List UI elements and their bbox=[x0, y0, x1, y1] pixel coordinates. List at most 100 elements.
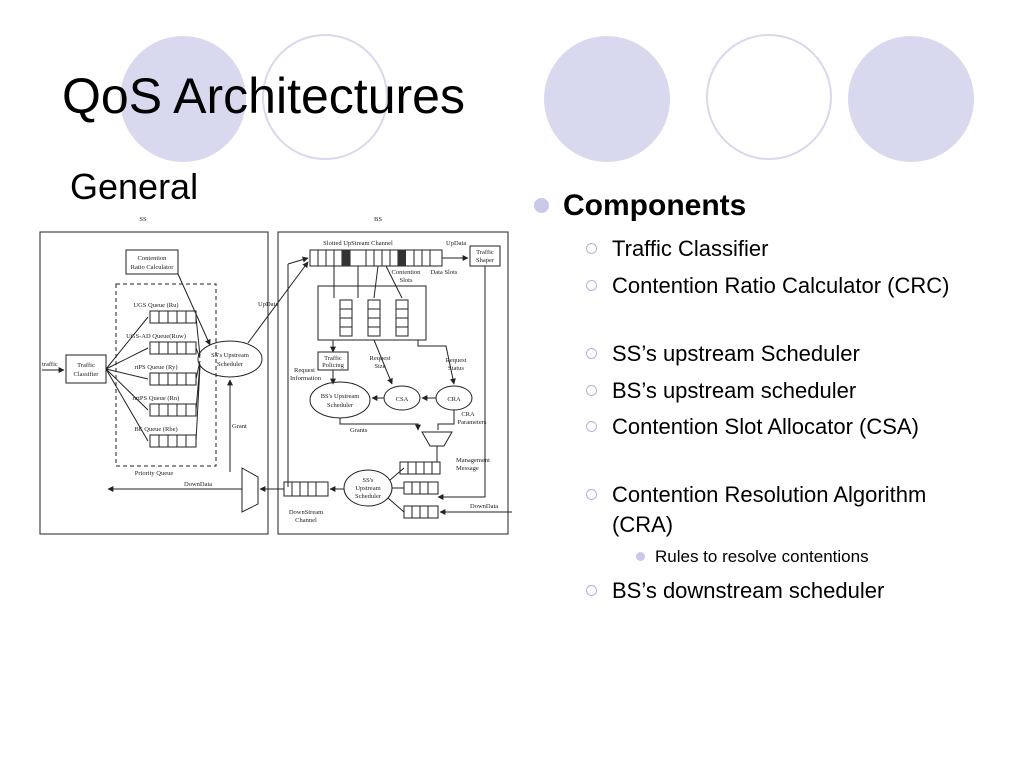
request-status-line-1: Request bbox=[446, 357, 467, 364]
list-item-text: Contention Slot Allocator (CSA) bbox=[612, 414, 919, 439]
downstream-channel-line-2: Channel bbox=[295, 517, 317, 524]
queue-be bbox=[149, 434, 197, 448]
list-item-text: BS’s downstream scheduler bbox=[612, 578, 885, 603]
downstream-queue-1 bbox=[403, 481, 439, 495]
queue-nrtps bbox=[149, 403, 197, 417]
request-information-line-1: Request bbox=[294, 367, 315, 374]
grant-label: Grant bbox=[232, 423, 247, 430]
bs-frame bbox=[277, 231, 509, 535]
components-heading-text: Components bbox=[563, 189, 747, 222]
sub-list-item-rules: Rules to resolve contentions bbox=[636, 546, 869, 568]
downstream-channel-line-1: DownStream bbox=[289, 509, 323, 516]
contention-ratio-calculator-box bbox=[125, 249, 179, 275]
list-item-cra: Contention Resolution Algorithm (CRA) bbox=[586, 480, 952, 540]
bs-label: BS bbox=[374, 216, 382, 223]
ss-frame bbox=[39, 231, 269, 535]
bullet-ring-icon bbox=[586, 348, 597, 359]
management-message-line-2: Message bbox=[456, 465, 479, 472]
downdata-label: DownData bbox=[184, 481, 212, 488]
queue-label-nrtps: nrtPS Queue (Rn) bbox=[133, 395, 180, 402]
list-item-text: Traffic Classifier bbox=[612, 236, 769, 261]
list-item-bs-downstream-scheduler: BS’s downstream scheduler bbox=[586, 576, 952, 606]
list-item-csa: Contention Slot Allocator (CSA) bbox=[586, 412, 952, 442]
request-buffer-box bbox=[317, 285, 427, 341]
request-size-arrow bbox=[373, 339, 393, 385]
crc-line-1: Contention bbox=[138, 255, 168, 262]
upstream-slot-marks bbox=[317, 250, 431, 266]
bullet-ring-icon bbox=[586, 280, 597, 291]
bs-downstream-scheduler-line-1: SS's bbox=[363, 477, 374, 484]
traffic-shaper-line-1: Traffic bbox=[476, 249, 494, 256]
downstream-queue-2 bbox=[403, 505, 439, 519]
traffic-classifier-line-1: Traffic bbox=[77, 362, 95, 369]
ss-label: SS bbox=[139, 216, 147, 223]
ss-upstream-scheduler bbox=[197, 340, 263, 378]
slide-title: QoS Architectures bbox=[62, 68, 465, 124]
request-status-arrow bbox=[417, 340, 456, 385]
management-queue-cells bbox=[407, 462, 433, 474]
components-heading: Components bbox=[534, 188, 746, 224]
decor-circle-ring-1 bbox=[262, 34, 388, 160]
contention-slots-line-2: Slots bbox=[399, 277, 412, 284]
cra-label: CRA bbox=[447, 396, 461, 403]
queue-to-scheduler-lines bbox=[195, 316, 201, 442]
cra-parameters-line-2: Parameters bbox=[458, 419, 487, 426]
list-item-text: Contention Resolution Algorithm (CRA) bbox=[612, 482, 927, 537]
list-item-ss-upstream-scheduler: SS’s upstream Scheduler bbox=[586, 339, 952, 369]
list-item-text: BS’s upstream scheduler bbox=[612, 378, 857, 403]
traffic-classifier-box bbox=[65, 354, 107, 384]
sub-list-item-text: Rules to resolve contentions bbox=[655, 547, 869, 566]
queue-ugs bbox=[149, 310, 197, 324]
grants-arrow bbox=[339, 418, 421, 431]
crc-line-2: Ratio Calculator bbox=[131, 264, 175, 271]
management-message-queue bbox=[399, 461, 441, 475]
request-status-line-2: Status bbox=[448, 365, 464, 372]
bs-upstream-scheduler bbox=[309, 381, 371, 419]
multiplexer bbox=[421, 431, 453, 447]
bullet-ring-icon bbox=[586, 421, 597, 432]
list-item-bs-upstream-scheduler: BS’s upstream scheduler bbox=[586, 376, 952, 406]
queue-label-ugsad: UGS-AD Queue(Ruw) bbox=[126, 333, 186, 340]
bs-downstream-scheduler-line-3: Scheduler bbox=[355, 493, 382, 500]
downstream-queue-cells bbox=[411, 482, 429, 518]
cra-to-mux-line bbox=[437, 410, 455, 430]
bullet-ring-icon bbox=[586, 385, 597, 396]
qos-architecture-diagram: SS Contention Ratio Calculator Priority … bbox=[39, 216, 512, 535]
queue-label-be: BE Queue (Rbe) bbox=[134, 426, 177, 433]
decor-circle-filled-2 bbox=[544, 36, 670, 162]
slotted-upstream-channel-label: Slotted UpStream Channel bbox=[323, 240, 393, 247]
list-item-text: Contention Ratio Calculator (CRC) bbox=[612, 273, 950, 298]
decor-circle-filled-3 bbox=[848, 36, 974, 162]
request-size-line-1: Request bbox=[370, 355, 391, 362]
slot-to-buffer-arrows bbox=[333, 265, 403, 299]
bullet-ring-icon bbox=[586, 585, 597, 596]
traffic-policing-line-2: Policing bbox=[322, 362, 344, 369]
updata-label: UpData bbox=[258, 301, 278, 308]
queue-cells bbox=[158, 311, 187, 447]
list-item-text: SS’s upstream Scheduler bbox=[612, 341, 860, 366]
management-message-line-1: Management bbox=[456, 457, 490, 464]
queue-ugsad bbox=[149, 341, 197, 355]
priority-queue-label: Priority Queue bbox=[135, 470, 174, 477]
downstream-channel-cells bbox=[291, 482, 317, 496]
downdata-in-label: DownData bbox=[470, 503, 498, 510]
request-information-line-2: Information bbox=[290, 375, 322, 382]
decor-circle-ring-2 bbox=[706, 34, 832, 160]
traffic-classifier-line-2: Classifier bbox=[74, 371, 100, 378]
queue-label-ugs: UGS Queue (Ru) bbox=[133, 302, 178, 309]
queues-to-scheduler-lines bbox=[387, 467, 405, 513]
bullet-dot-icon bbox=[636, 552, 645, 561]
list-item-traffic-classifier: Traffic Classifier bbox=[586, 234, 952, 264]
bullet-dot-icon bbox=[534, 198, 549, 213]
bs-upstream-scheduler-line-1: BS's Upstream bbox=[321, 393, 360, 400]
crc-to-scheduler-arrow bbox=[177, 273, 211, 346]
csa-label: CSA bbox=[396, 396, 409, 403]
bullet-ring-icon bbox=[586, 243, 597, 254]
demultiplexer bbox=[241, 467, 259, 513]
slide-subtitle: General bbox=[70, 166, 199, 207]
traffic-shaper-line-2: Shaper bbox=[476, 257, 495, 264]
bs-upstream-scheduler-line-2: Scheduler bbox=[327, 402, 354, 409]
queue-stack: UGS Queue (Ru) UGS-AD Queue(Ruw) rtPS Qu… bbox=[126, 302, 197, 448]
bs-downstream-scheduler-line-2: Upstream bbox=[355, 485, 380, 492]
cra-parameters-line-1: CRA bbox=[461, 411, 475, 418]
